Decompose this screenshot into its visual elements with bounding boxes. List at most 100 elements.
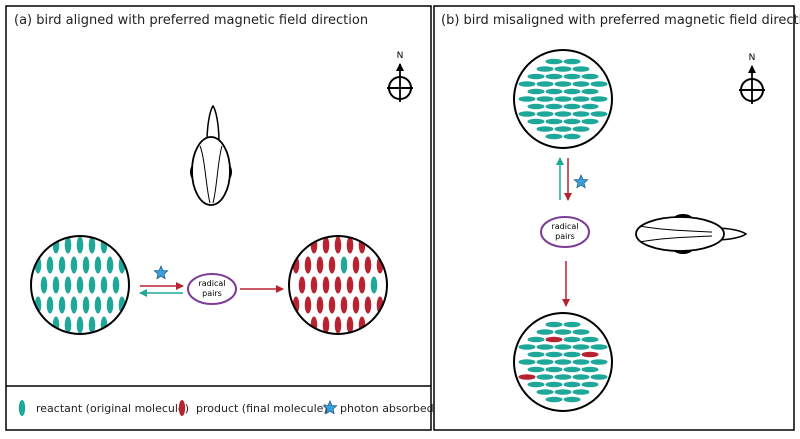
reactant-molecule [545,366,563,373]
reactant-molecule [572,66,590,72]
reactant-molecule [554,374,572,380]
product-molecule [358,316,366,334]
reactant-molecules-a [34,236,126,334]
compass-a-icon: N [387,51,413,102]
reactant-molecule [527,336,545,343]
reactant-molecule [572,111,590,117]
reactant-molecule [563,336,581,343]
product-molecule [304,296,312,314]
reactant-molecule [518,81,536,87]
product-molecule [298,276,306,294]
reactant-molecule [106,296,114,314]
reactant-molecule [82,256,90,274]
product-molecule [346,276,354,294]
reactant-molecule [527,381,545,388]
reactant-molecule [527,366,545,373]
reactant-molecule [563,381,581,388]
legend-product-label: product (final molecule) [196,402,328,415]
reactant-molecule [572,96,590,102]
photon-star-b-icon [573,173,589,189]
molecule-circle-b-top [513,49,613,149]
reactant-molecule [590,344,608,350]
product-molecule [346,316,354,334]
reactant-molecule [527,103,545,110]
reactant-molecule [563,351,581,358]
reactant-molecule [581,103,599,110]
reactant-molecule [590,96,608,102]
reactant-molecule [590,111,608,117]
reactant-molecule [545,58,563,65]
reactant-molecule [76,236,84,254]
product-molecule [322,236,330,254]
reactant-molecule [563,321,581,328]
reactant-molecule [545,351,563,358]
panel-a-title: (a) bird aligned with preferred magnetic… [14,13,368,28]
reactant-molecule [370,276,378,294]
reactant-molecule [554,96,572,102]
reactant-molecule [572,359,590,365]
reactant-molecule [581,118,599,125]
reactant-molecule [572,344,590,350]
legend-reactant-swatch [18,400,26,416]
product-molecule [334,276,342,294]
product-molecule [352,296,360,314]
reactant-molecule [52,316,60,334]
reactant-molecule [46,256,54,274]
reactant-molecule [554,344,572,350]
reactant-molecule [58,256,66,274]
reactant-molecule [572,126,590,132]
reactant-molecule [545,88,563,95]
product-molecule [340,296,348,314]
reactant-molecule [545,118,563,125]
reactant-molecule [536,66,554,72]
reactant-molecule [58,296,66,314]
reactant-molecule [554,359,572,365]
product-molecule [581,351,599,358]
star-shape [322,399,338,415]
reactant-molecule [536,81,554,87]
bird-misaligned-icon [635,214,748,254]
reactant-molecule [545,321,563,328]
reactant-molecule [545,103,563,110]
reactant-molecule [581,381,599,388]
reactant-molecule [64,276,72,294]
radical-pairs-b-line1: radical [551,222,578,231]
reactant-molecule [581,366,599,373]
reactant-molecule [545,73,563,80]
reactant-molecule [40,276,48,294]
reactant-molecule [112,276,120,294]
reactant-molecule [52,236,60,254]
product-molecule [328,256,336,274]
reactant-molecule [527,351,545,358]
reactant-molecule [545,396,563,403]
reactant-molecule [100,236,108,254]
reactant-molecule [70,296,78,314]
reactant-molecule [563,88,581,95]
reactant-molecule [100,276,108,294]
reactant-molecule [536,126,554,132]
radical-pairs-b-line2: pairs [555,232,575,241]
compass-b-north-label: N [749,53,756,63]
reactant-molecule [88,236,96,254]
legend-reactant-label: reactant (original molecule) [36,402,189,415]
compass-b-icon: N [739,53,765,104]
reactant-molecule [536,359,554,365]
reactant-molecule [536,329,554,335]
product-molecule [352,256,360,274]
molecule-circle-a-left [30,235,130,335]
product-molecule [358,276,366,294]
reactant-molecule [64,316,72,334]
product-molecule [358,236,366,254]
radical-pairs-b-ellipse [540,216,590,248]
reactant-molecule [536,389,554,395]
product-molecule [518,374,536,380]
reactant-molecule [563,73,581,80]
star-shape [573,173,589,189]
reactant-molecule [94,256,102,274]
reactant-molecule [64,236,72,254]
reactant-molecule [563,366,581,373]
reactant-molecule [88,316,96,334]
reactant-molecule [572,389,590,395]
reactant-molecule [590,81,608,87]
